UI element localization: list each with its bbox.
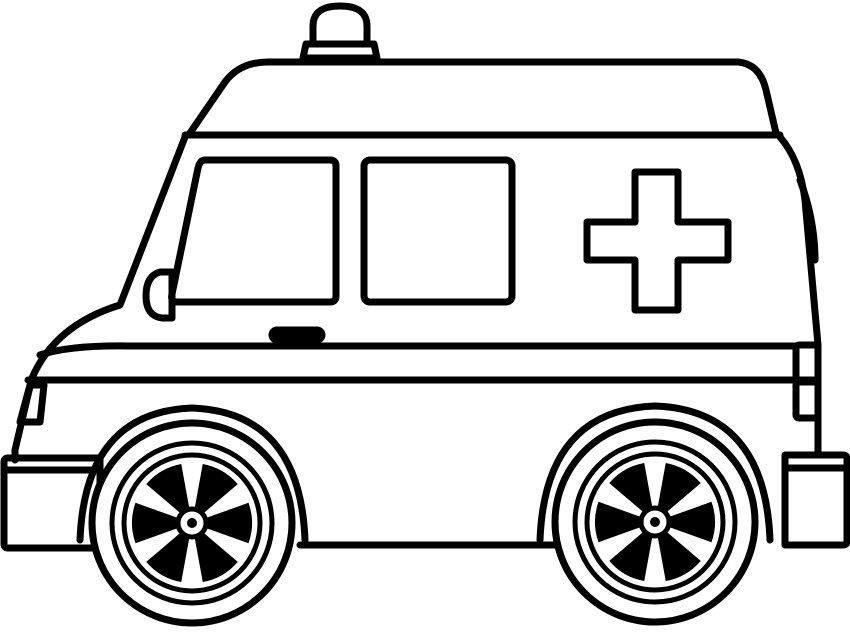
side-mirror [142, 268, 176, 322]
wheel-segment [657, 462, 701, 513]
wheel-segment [609, 531, 653, 582]
wheel-segment [194, 463, 238, 514]
rear-light-top [792, 341, 822, 384]
headlight [16, 381, 48, 426]
rear-wheel-arch [536, 402, 774, 544]
wheel-segment [609, 462, 653, 513]
hub-center [650, 517, 660, 527]
wheel-segment [657, 531, 701, 582]
wheel-segment [146, 532, 190, 583]
rear-wheel [551, 418, 759, 626]
tire-inner-ring [572, 439, 738, 605]
wheel-segment [194, 532, 238, 583]
siren-light-icon [299, 2, 381, 62]
front-wheel [88, 419, 296, 627]
medical-cross-icon [583, 168, 732, 314]
belt-line-upper [36, 342, 800, 359]
wheel-segment [668, 501, 715, 543]
wheel-segment [595, 501, 642, 543]
wheel-segment [131, 502, 179, 544]
wheel-segment [205, 502, 253, 544]
rear-edge [796, 176, 819, 264]
front-wheel-arch [76, 404, 309, 544]
hub-center [187, 518, 197, 528]
front-bumper [0, 454, 104, 552]
front-window [168, 156, 340, 306]
tire-inner-ring [109, 440, 275, 606]
rim [121, 452, 263, 594]
rim [584, 451, 726, 593]
roof [186, 58, 780, 137]
rear-light-bottom [792, 378, 822, 422]
side-window [360, 156, 516, 306]
door-handle [268, 326, 326, 344]
rear-bumper [781, 451, 850, 549]
wheels [88, 418, 759, 627]
wheel-segment [146, 463, 190, 514]
